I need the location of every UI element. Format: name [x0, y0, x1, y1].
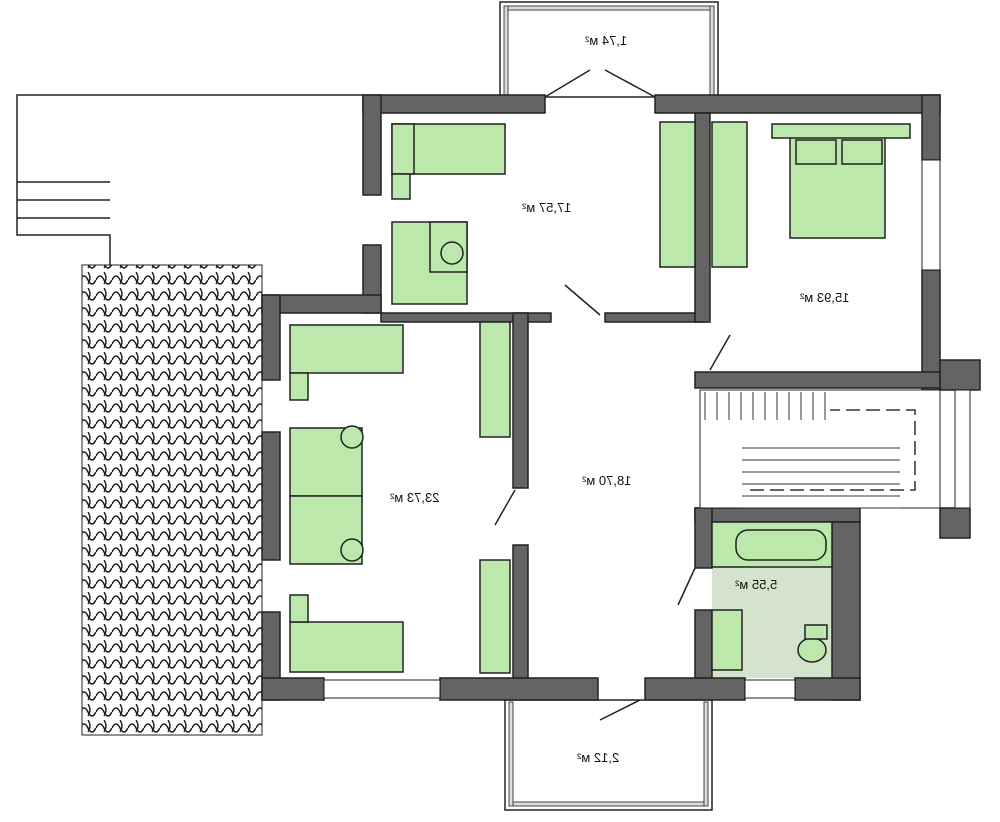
room-area-bathroom: 5,55 м² — [735, 577, 778, 592]
wardrobe — [711, 121, 748, 268]
toilet — [797, 637, 827, 663]
terrace-outline — [16, 94, 363, 736]
room-area-balcony-bottom: 2,12 м² — [577, 750, 620, 765]
balcony-top — [499, 1, 719, 98]
wardrobe — [659, 121, 696, 268]
room-area-kids: 23,73 м² — [390, 490, 440, 505]
room-area-hall: 18,70 м² — [582, 473, 632, 488]
bed-kids-2 — [289, 621, 404, 673]
balcony-bottom — [504, 699, 713, 811]
terrace-paving — [81, 264, 263, 736]
room-area-balcony-top: 1,74 м² — [585, 33, 628, 48]
doors — [494, 69, 731, 721]
chair-icon — [340, 425, 364, 449]
room-area-bedroom: 15,93 м² — [800, 290, 850, 305]
staircase — [699, 389, 941, 509]
wardrobe — [479, 321, 511, 438]
chair-icon — [340, 538, 364, 562]
bed-kids-1 — [289, 324, 404, 374]
furniture — [289, 121, 911, 674]
windows — [323, 159, 971, 699]
walls — [261, 94, 981, 701]
wardrobe — [479, 559, 511, 674]
chair-icon — [440, 241, 464, 265]
room-area-study: 17,57 м² — [522, 200, 572, 215]
sink — [711, 609, 743, 671]
